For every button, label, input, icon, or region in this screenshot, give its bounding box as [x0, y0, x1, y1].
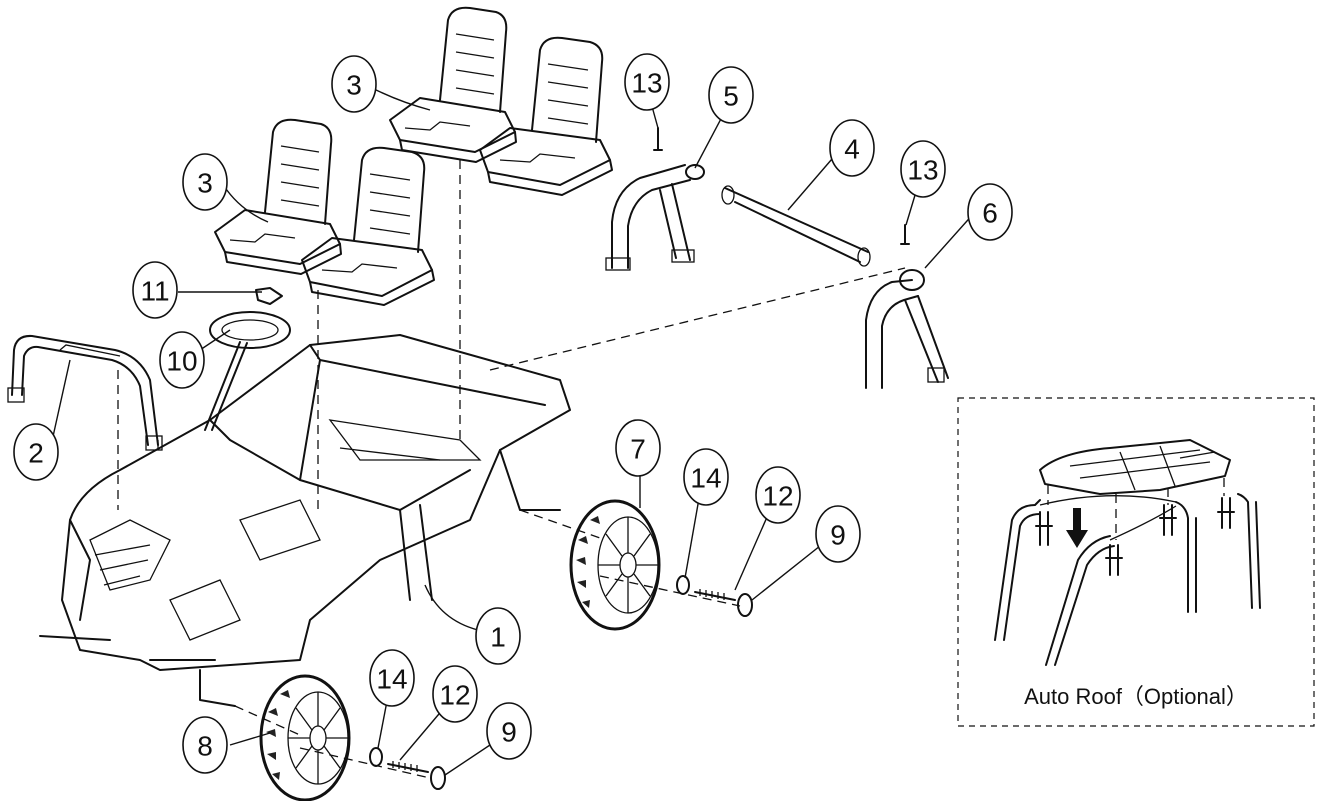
- callout-14-front: 14: [369, 649, 415, 707]
- rear-washer: [676, 575, 690, 595]
- callout-14-rear: 14: [683, 448, 729, 506]
- callout-1: 1: [475, 607, 521, 665]
- callout-9-front: 9: [486, 702, 532, 760]
- front-bolt: [387, 761, 429, 773]
- seat-front-left: [214, 118, 342, 275]
- rear-frame-right: [865, 269, 949, 389]
- callout-7: 7: [615, 419, 661, 477]
- front-washer: [369, 747, 383, 767]
- callout-3-front: 3: [182, 153, 228, 211]
- callout-11: 11: [132, 261, 178, 319]
- callout-label: 2: [28, 438, 44, 469]
- callout-label: 4: [844, 134, 860, 165]
- callout-label: 3: [197, 168, 213, 199]
- rear-hub-cap: [737, 593, 753, 617]
- callout-label: 9: [830, 520, 846, 551]
- callout-label: 1: [490, 622, 506, 653]
- seat-front-right: [301, 146, 435, 306]
- callout-label: 14: [690, 463, 721, 494]
- callout-6: 6: [967, 183, 1013, 241]
- roof-guides: [1047, 478, 1225, 540]
- callout-13-left: 13: [624, 53, 670, 111]
- callout-label: 9: [501, 717, 517, 748]
- front-hub-cap: [430, 766, 446, 790]
- seat-rear-right: [479, 36, 613, 196]
- callout-label: 12: [439, 680, 470, 711]
- callout-3-rear: 3: [331, 55, 377, 113]
- steering-wheel: [204, 311, 291, 431]
- rear-bolt: [694, 589, 736, 601]
- callout-10: 10: [159, 331, 205, 389]
- rear-frame-left: [605, 164, 705, 271]
- steering-cap: [255, 287, 283, 305]
- auto-roof-caption: Auto Roof（Optional）: [1024, 684, 1248, 709]
- callout-label: 3: [346, 70, 362, 101]
- callout-13-right: 13: [900, 140, 946, 198]
- callout-12-front: 12: [432, 665, 478, 723]
- screw-left: [653, 127, 663, 151]
- callout-label: 13: [631, 68, 662, 99]
- callout-label: 10: [166, 346, 197, 377]
- assembly-guides: [117, 160, 906, 779]
- screw-right: [900, 224, 910, 245]
- callout-2: 2: [13, 423, 59, 481]
- callout-label: 6: [982, 198, 998, 229]
- front-wheel: [259, 674, 351, 801]
- rear-wheel: [569, 499, 661, 631]
- seat-rear-left: [389, 6, 517, 163]
- callout-4: 4: [829, 119, 875, 177]
- callout-5: 5: [708, 66, 754, 124]
- callout-8: 8: [182, 716, 228, 774]
- callout-12-rear: 12: [755, 466, 801, 524]
- callout-label: 5: [723, 81, 739, 112]
- callout-label: 14: [376, 664, 407, 695]
- down-arrow-icon: [1066, 508, 1088, 548]
- auto-roof-inset: Auto Roof（Optional）: [957, 397, 1315, 727]
- rear-crossbar: [721, 185, 871, 267]
- callout-label: 11: [140, 276, 169, 307]
- callout-label: 12: [762, 481, 793, 512]
- callout-label: 8: [197, 731, 213, 762]
- callout-label: 7: [630, 434, 646, 465]
- roof-fasteners: [1035, 497, 1235, 576]
- callout-9-rear: 9: [815, 505, 861, 563]
- callout-label: 13: [907, 155, 938, 186]
- roof-panel: [1039, 439, 1231, 495]
- roof-frame: [994, 493, 1261, 666]
- inset-border: [957, 397, 1315, 727]
